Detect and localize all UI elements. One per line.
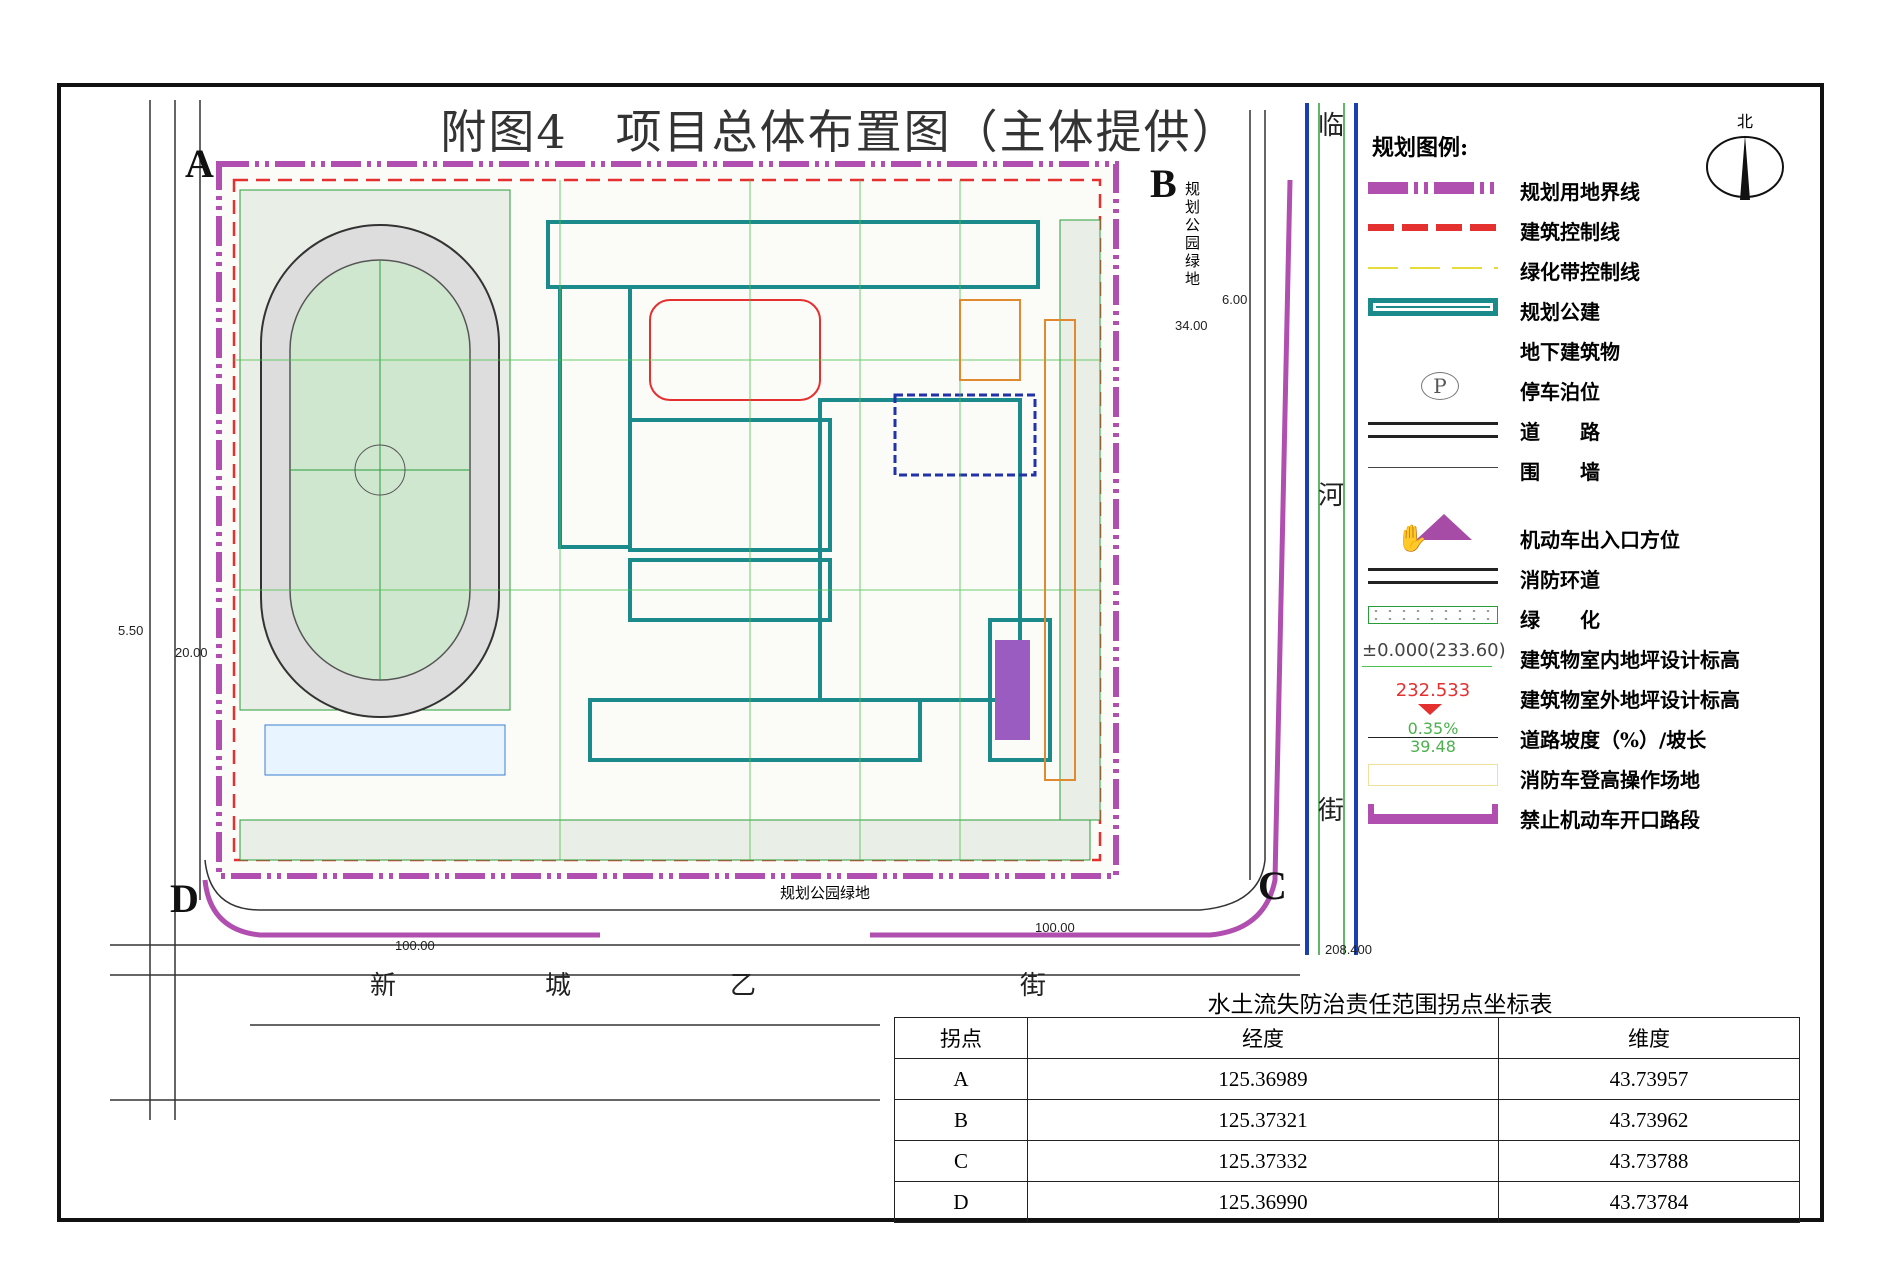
cell-latitude: 43.73788 xyxy=(1498,1140,1800,1182)
corner-label-b: B xyxy=(1150,161,1177,206)
dimension-label: 6.00 xyxy=(1222,292,1248,307)
wall-icon xyxy=(1368,467,1498,468)
road-label: 街 xyxy=(1020,971,1047,1001)
dimension-label: 34.00 xyxy=(1175,318,1208,333)
planned-buildings xyxy=(546,220,1052,762)
legend-item: 规划公建 xyxy=(1368,292,1798,326)
table-header-row: 拐点 经度 维度 xyxy=(894,1017,1800,1059)
cell-longitude: 125.37321 xyxy=(1027,1099,1499,1141)
drawing-title: 附图4 项目总体布置图（主体提供） xyxy=(440,105,1240,159)
road-label: 新 xyxy=(370,971,397,1001)
legend-item: 绿 化 xyxy=(1368,600,1798,634)
cell-latitude: 43.73957 xyxy=(1498,1058,1800,1100)
legend-item: 0.35%39.48 道路坡度（%）/坡长 xyxy=(1368,720,1798,755)
legend-item: ✋ 机动车出入口方位 xyxy=(1368,514,1798,554)
parking-icon: P xyxy=(1421,372,1459,400)
river-road-lines xyxy=(1305,103,1358,955)
corner-label-c: C xyxy=(1258,863,1287,908)
slope-icon: 0.35%39.48 xyxy=(1368,720,1498,755)
road-lines xyxy=(110,100,1300,1120)
cell-point: D xyxy=(894,1181,1028,1223)
north-arrow-icon xyxy=(1706,135,1784,200)
indoor-elevation-icon: ±0.000(233.60) xyxy=(1362,640,1506,667)
column-header: 拐点 xyxy=(894,1017,1028,1059)
legend-item: ±0.000(233.60) 建筑物室内地坪设计标高 xyxy=(1362,640,1740,672)
park-label-bottom: 规划公园绿地 xyxy=(780,884,871,902)
legend-item: 建筑控制线 xyxy=(1368,212,1798,246)
cell-latitude: 43.73784 xyxy=(1498,1181,1800,1223)
road-label: 河 xyxy=(1318,481,1345,511)
column-header: 经度 xyxy=(1027,1017,1499,1059)
building-control-line xyxy=(232,178,1102,862)
purple-boundary-line-icon xyxy=(1368,182,1498,194)
legend-item: 禁止机动车开口路段 xyxy=(1368,800,1798,834)
road-label: 街 xyxy=(1318,796,1345,826)
cell-longitude: 125.37332 xyxy=(1027,1140,1499,1182)
legend-item: 消防车登高操作场地 xyxy=(1368,760,1798,794)
cell-longitude: 125.36989 xyxy=(1027,1058,1499,1100)
legend-item: 消防环道 xyxy=(1368,560,1798,594)
legend-item: 232.533 建筑物室外地坪设计标高 xyxy=(1368,680,1798,715)
red-dashed-line-icon xyxy=(1368,224,1498,231)
cell-latitude: 43.73962 xyxy=(1498,1099,1800,1141)
legend-item: P 停车泊位 xyxy=(1368,372,1798,406)
corner-label-d: D xyxy=(170,876,199,921)
legend-item: 规划用地界线 xyxy=(1368,172,1798,206)
outdoor-elevation-icon: 232.533 xyxy=(1395,680,1471,701)
column-header: 维度 xyxy=(1498,1017,1800,1059)
table-title: 水土流失防治责任范围拐点坐标表 xyxy=(1207,992,1553,1018)
road-label: 临 xyxy=(1318,111,1345,141)
teal-rectangle-icon xyxy=(1368,298,1498,316)
road-label: 城 xyxy=(545,971,572,1001)
cell-point: C xyxy=(894,1140,1028,1182)
legend-title: 规划图例: xyxy=(1372,135,1469,161)
cell-longitude: 125.36990 xyxy=(1027,1181,1499,1223)
cell-point: A xyxy=(894,1058,1028,1100)
legend-item: 围 墙 xyxy=(1368,452,1798,486)
fire-lane-icon xyxy=(1368,568,1498,584)
fire-yard-icon xyxy=(1368,764,1498,786)
greenery-icon xyxy=(1368,606,1498,624)
legend-item: 道 路 xyxy=(1368,412,1798,446)
dimension-label: 5.50 xyxy=(118,623,144,638)
road-icon xyxy=(1368,422,1498,438)
dimension-label: 20.00 xyxy=(175,645,208,660)
road-label: 乙 xyxy=(730,971,757,1001)
yellow-dashed-line-icon xyxy=(1368,267,1498,269)
legend-item: 地下建筑物 xyxy=(1520,340,1620,364)
no-vehicle-opening-icon xyxy=(1368,804,1498,824)
dimension-label: 100.00 xyxy=(395,938,435,953)
north-label: 北 xyxy=(1737,112,1754,131)
vehicle-entrance-icon: ✋ xyxy=(1368,514,1498,554)
corner-label-a: A xyxy=(185,141,214,186)
dimension-label: 100.00 xyxy=(1035,920,1075,935)
park-label: 规划公园绿地 xyxy=(1185,180,1201,288)
dimension-label: 208.400 xyxy=(1325,942,1372,957)
cell-point: B xyxy=(894,1099,1028,1141)
legend-item: 绿化带控制线 xyxy=(1368,252,1798,286)
